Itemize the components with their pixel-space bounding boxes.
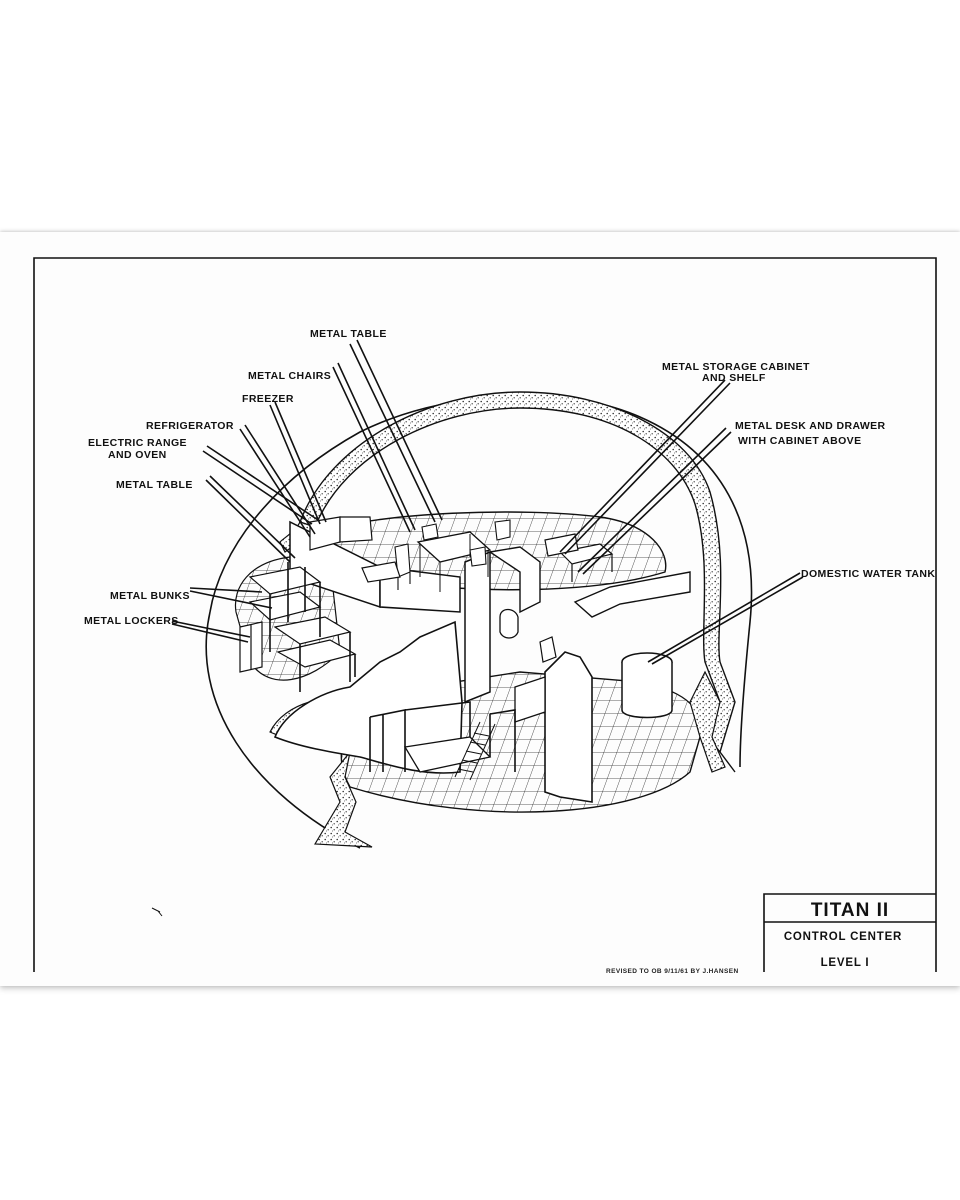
label-electric-range-1: ELECTRIC RANGE: [88, 437, 187, 449]
stray-mark: [151, 907, 163, 917]
title-block-level: LEVEL I: [821, 957, 870, 969]
right-concrete-rim: [689, 670, 726, 773]
label-desk-2: WITH CABINET ABOVE: [738, 435, 861, 447]
dining-table: [416, 531, 492, 563]
chair-4: [469, 546, 487, 567]
label-refrigerator: REFRIGERATOR: [146, 420, 234, 432]
label-storage-cabinet-2: AND SHELF: [702, 372, 766, 384]
label-metal-bunks: METAL BUNKS: [110, 590, 190, 602]
partition-wall-door: [464, 550, 491, 704]
title-block: TITAN II CONTROL CENTER LEVEL I: [763, 893, 936, 972]
label-metal-table-left: METAL TABLE: [116, 479, 193, 491]
title-block-subtitle: CONTROL CENTER: [784, 931, 902, 943]
label-desk-1: METAL DESK AND DRAWER: [735, 420, 886, 432]
domestic-water-tank: [621, 652, 673, 719]
leader-lines: [171, 339, 804, 665]
revision-note: REVISED TO OB 9/11/61 BY J.HANSEN: [606, 968, 739, 975]
cutaway-wall-left: [273, 620, 463, 774]
label-water-tank: DOMESTIC WATER TANK: [801, 568, 935, 580]
metal-desk: [558, 543, 614, 582]
bunk-posts: [269, 562, 356, 692]
stair-railing: [369, 701, 516, 772]
titan-ii-control-center-diagram: METAL TABLE METAL CHAIRS FREEZER REFRIGE…: [33, 257, 937, 975]
dome-concrete-lining: [299, 391, 736, 773]
title-block-title: TITAN II: [811, 900, 889, 921]
drawing-sheet: METAL TABLE METAL CHAIRS FREEZER REFRIGE…: [0, 232, 960, 986]
dining-table-legs: [419, 534, 489, 592]
label-metal-chairs: METAL CHAIRS: [248, 370, 331, 382]
label-metal-table-top: METAL TABLE: [310, 328, 387, 340]
ladder: [454, 721, 496, 781]
label-electric-range-2: AND OVEN: [108, 449, 167, 461]
toilet: [539, 636, 557, 663]
partition-wall-front: [544, 651, 593, 803]
chair-2: [421, 523, 439, 541]
partition-wall-back: [488, 546, 541, 614]
metal-lockers: [239, 621, 263, 673]
electric-range: [361, 561, 401, 583]
chair-3: [494, 519, 511, 541]
label-metal-lockers: METAL LOCKERS: [84, 615, 179, 627]
freezer: [339, 516, 373, 543]
metal-storage-cabinet: [544, 533, 579, 557]
partition-wall-right: [573, 571, 691, 618]
label-freezer: FREEZER: [242, 393, 294, 405]
drawing-border: [33, 257, 937, 972]
lower-concrete-rim: [313, 751, 373, 848]
sink: [499, 608, 519, 639]
label-storage-cabinet-1: METAL STORAGE CABINET: [662, 361, 810, 373]
